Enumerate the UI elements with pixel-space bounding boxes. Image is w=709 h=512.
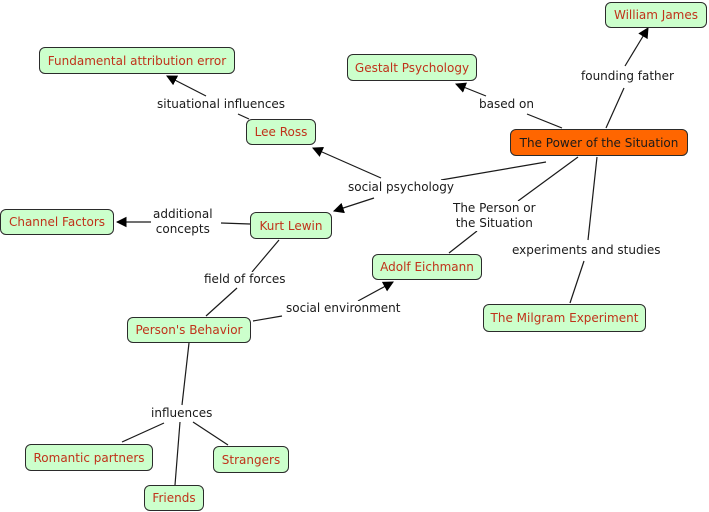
concept-william-james[interactable]: William James [605,2,707,28]
link-label-additional-concepts: additional concepts [151,207,215,237]
link-label-person-or-situation: The Person or the Situation [451,201,538,231]
arrow-social-psych-kurt-lewin [332,197,375,214]
arrow-social-env-eichmann [357,281,394,302]
link-label-additional-line1: additional [153,207,213,221]
concept-strangers[interactable]: Strangers [213,446,289,473]
line-influences-romantic [121,422,165,443]
line-root-based-on [526,113,563,129]
link-label-social-environment: social environment [284,301,403,316]
line-field-persons-behavior [205,287,238,317]
link-label-experiments-and-studies: experiments and studies [510,243,663,258]
line-person-situation-eichmann [448,230,478,254]
link-label-social-psychology: social psychology [346,180,456,195]
concept-fundamental-attribution-error[interactable]: Fundamental attribution error [39,47,235,74]
line-persons-behavior-social-env [252,315,283,322]
line-kurt-lewin-field [251,239,280,273]
concept-romantic-partners[interactable]: Romantic partners [25,444,153,471]
concept-channel-factors[interactable]: Channel Factors [0,209,114,235]
line-kurt-lewin-additional [220,222,251,225]
concept-kurt-lewin[interactable]: Kurt Lewin [250,212,332,239]
link-label-founding-father: founding father [579,69,676,84]
line-influences-strangers [192,421,229,446]
line-root-person-situation [517,156,579,202]
concept-power-of-the-situation[interactable]: The Power of the Situation [510,129,688,156]
concept-persons-behavior[interactable]: Person's Behavior [127,317,251,343]
arrow-based-on-gestalt [454,82,487,97]
line-root-social-psych [440,161,547,181]
arrow-founding-father-william-james [624,27,649,67]
line-experiments-milgram [569,260,585,304]
link-label-person-or-situation-line1: The Person or [453,201,536,215]
arrow-social-psych-lee-ross [312,146,382,179]
link-label-situational-influences: situational influences [155,97,288,112]
concept-milgram-experiment[interactable]: The Milgram Experiment [483,304,646,332]
concept-friends[interactable]: Friends [144,485,204,511]
link-label-field-of-forces: field of forces [202,272,288,287]
arrow-situational-fae [166,75,207,97]
line-lee-ross-situational [237,113,250,120]
line-root-founding-father [605,87,625,129]
link-label-influences: influences [149,406,215,421]
link-label-additional-line2: concepts [155,222,210,236]
link-label-based-on: based on [477,97,536,112]
concept-lee-ross[interactable]: Lee Ross [246,119,316,145]
line-persons-behavior-influences [181,342,190,406]
line-influences-friends [174,421,181,486]
concept-adolf-eichmann[interactable]: Adolf Eichmann [372,254,482,280]
line-root-experiments [587,156,598,241]
concept-gestalt-psychology[interactable]: Gestalt Psychology [347,54,477,81]
link-label-person-or-situation-line2: the Situation [455,216,533,230]
